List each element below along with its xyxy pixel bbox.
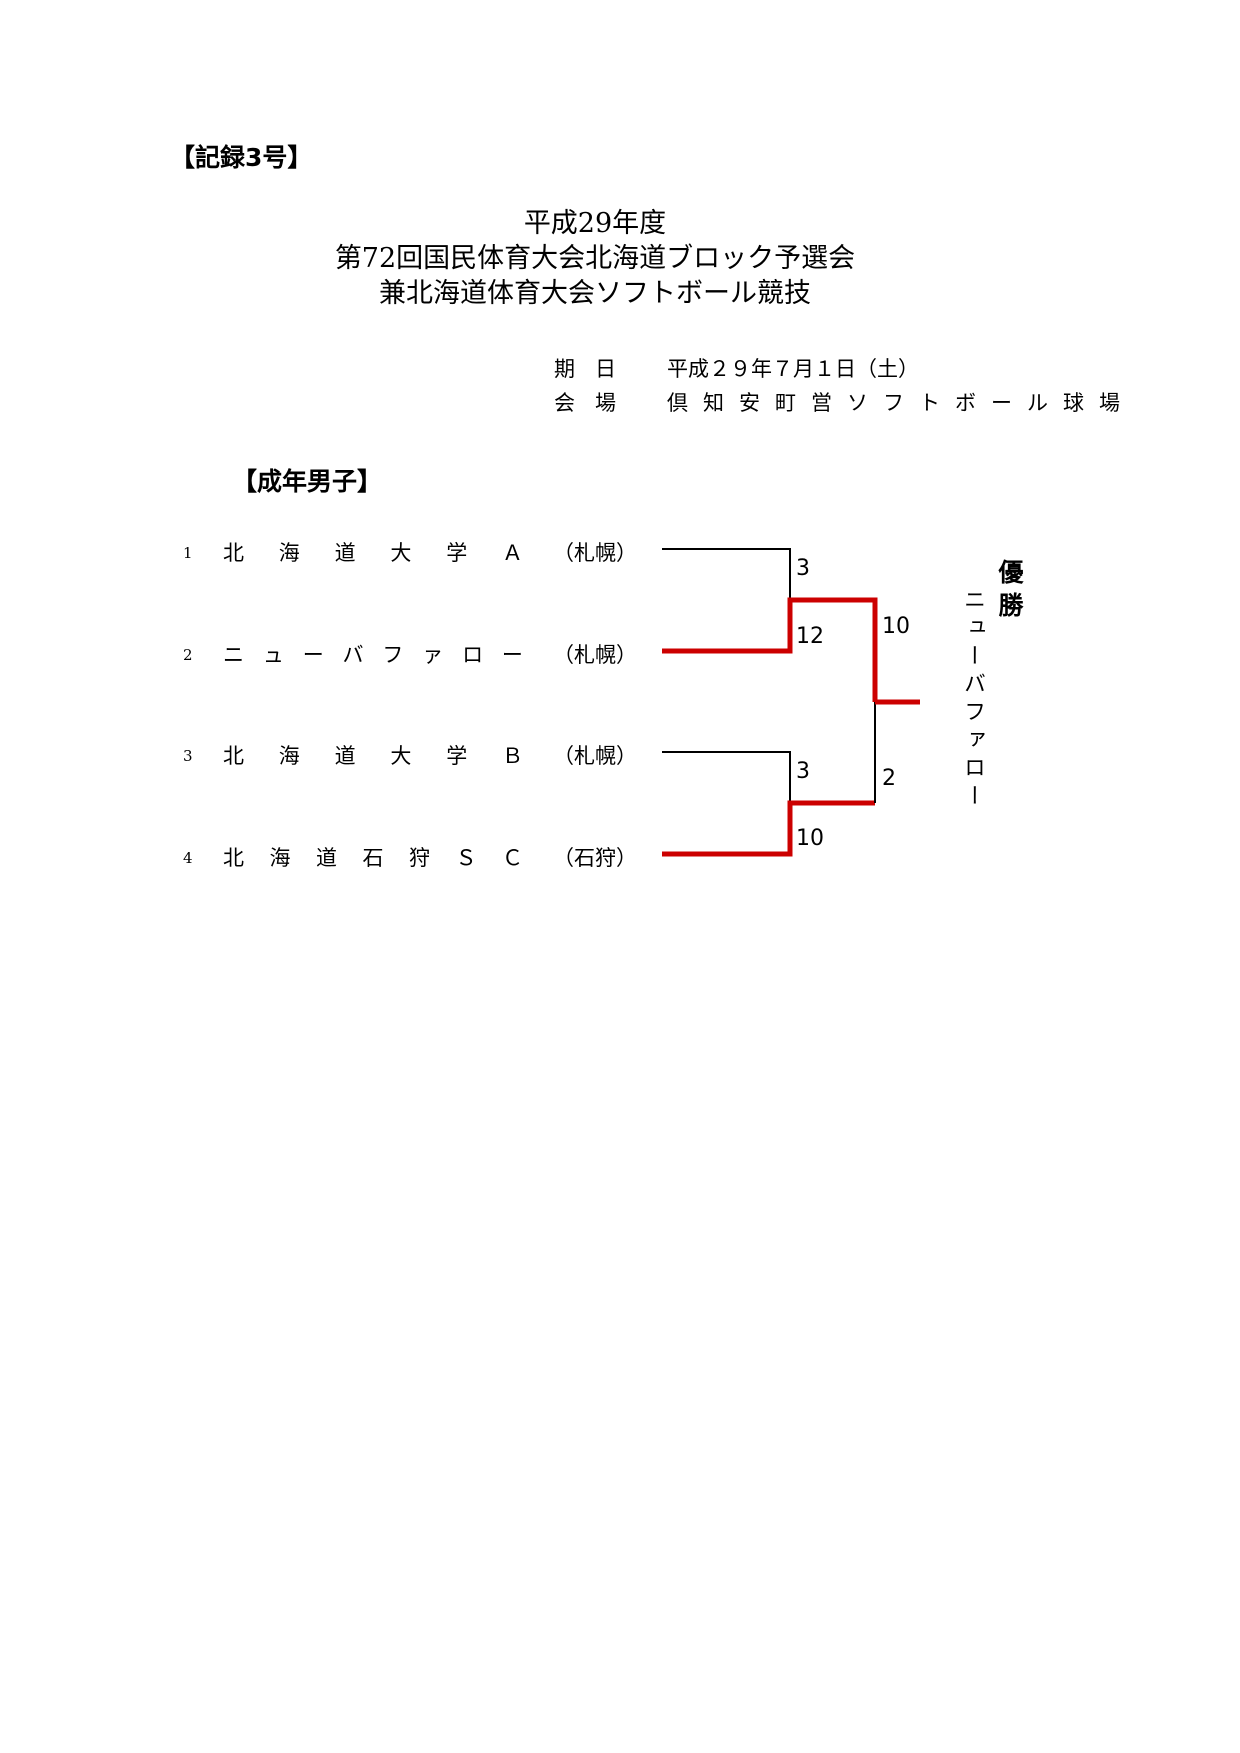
team-name-char: バ: [342, 643, 364, 667]
team-name-char: 北: [223, 846, 244, 870]
venue-label: 会場: [554, 391, 636, 415]
team-name-char: Ｓ: [455, 846, 477, 870]
team-name-char: 学: [446, 541, 468, 565]
team-name-char: 海: [269, 846, 291, 870]
team-name-char: ー: [501, 643, 523, 667]
date-value: 平成２９年７月１日（土）: [667, 357, 919, 381]
team-name-char: 学: [446, 744, 468, 768]
team-name-char: ロ: [462, 643, 484, 667]
bracket-line-team4-win: [662, 800, 875, 857]
team-name-char: Ａ: [501, 541, 523, 565]
team-name-char: 海: [278, 744, 300, 768]
category-heading: 【成年男子】: [232, 467, 383, 496]
team-name-char: 大: [390, 744, 412, 768]
score-m1-team2: 12: [796, 624, 824, 649]
team-name-char: 道: [334, 541, 356, 565]
champion-label-char: 勝: [998, 591, 1024, 620]
score-final-top: 10: [882, 614, 910, 639]
team-row-3: 3 北 海 道 大 学 Ｂ （札幌）: [183, 741, 637, 771]
venue-value: 倶知安町営ソフトボール球場: [667, 391, 1135, 415]
title-block: 平成29年度 第72回国民体育大会北海道ブロック予選会 兼北海道体育大会ソフトボ…: [0, 206, 1190, 311]
team-seed: 4: [183, 849, 193, 867]
score-m1-team1: 3: [796, 556, 810, 581]
team-row-2: 2 ニューバファロー （札幌）: [183, 640, 637, 670]
team-name-char: ニ: [223, 643, 244, 667]
team-name-char: ー: [302, 643, 324, 667]
team-name-char: ュ: [262, 643, 284, 667]
team-city: （札幌）: [553, 643, 637, 667]
score-m2-team4: 10: [796, 826, 824, 851]
team-name-char: 海: [278, 541, 300, 565]
date-label: 期日: [554, 357, 636, 381]
title-event: 第72回国民体育大会北海道ブロック予選会: [334, 243, 856, 274]
team-city: （札幌）: [553, 541, 637, 565]
team-name-char: 狩: [409, 846, 430, 870]
team-name-char: 石: [362, 846, 384, 870]
team-name-char: 北: [223, 744, 244, 768]
bracket-line-team2-win: [662, 597, 878, 702]
team-city: （札幌）: [553, 744, 637, 768]
team-name-char: ァ: [422, 643, 444, 667]
team-name: ニューバファロー: [223, 640, 523, 670]
title-sub: 兼北海道体育大会ソフトボール競技: [379, 278, 811, 309]
team-city: （石狩）: [553, 846, 637, 870]
team-row-4: 4 北 海 道 石 狩 Ｓ Ｃ （石狩）: [183, 843, 637, 873]
team-row-1: 1 北 海 道 大 学 Ａ （札幌）: [183, 538, 637, 568]
score-m2-team3: 3: [796, 759, 810, 784]
record-number: 【記録3号】: [170, 143, 313, 172]
team-name-char: 北: [223, 541, 244, 565]
score-final-bottom: 2: [882, 766, 896, 791]
team-seed: 3: [183, 747, 193, 765]
team-name-char: 道: [334, 744, 356, 768]
team-name-char: Ｂ: [501, 744, 523, 768]
team-seed: 2: [183, 646, 193, 664]
team-name-char: 道: [316, 846, 337, 870]
champion-label-char: 優: [998, 558, 1024, 587]
bracket-line-team1: [662, 548, 791, 599]
champion-label: 優 勝: [996, 556, 1026, 622]
team-name-char: フ: [382, 643, 404, 667]
title-year: 平成29年度: [523, 208, 667, 239]
champion-name: ニューバファロー: [960, 588, 985, 812]
team-name-char: 大: [390, 541, 412, 565]
bracket-line-team3: [662, 751, 791, 802]
team-seed: 1: [183, 544, 193, 562]
team-name-char: Ｃ: [502, 846, 523, 870]
